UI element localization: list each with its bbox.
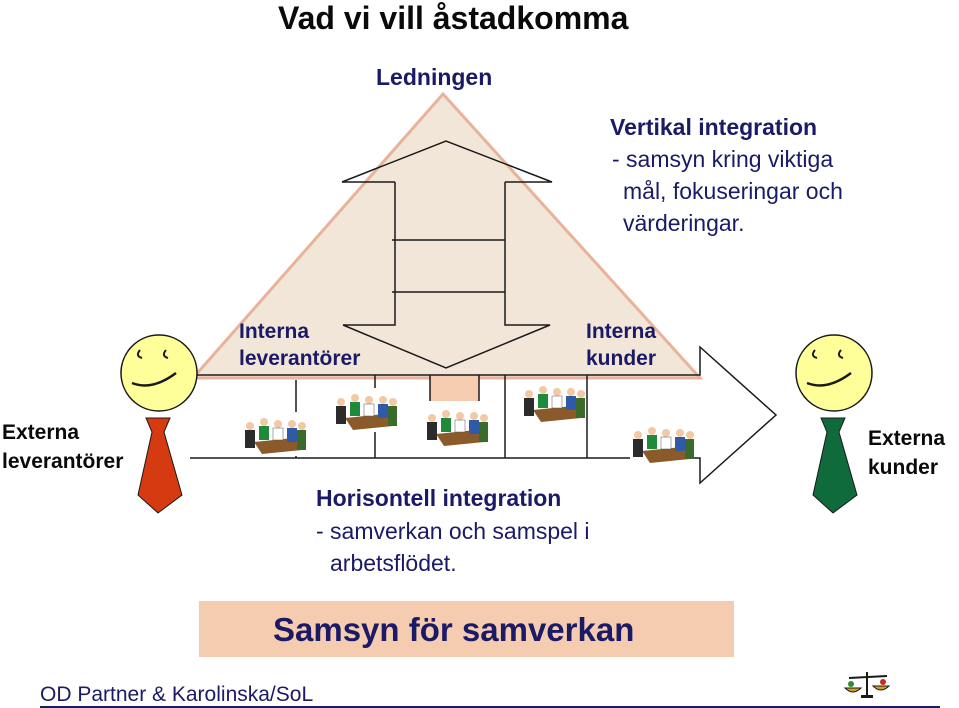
- internal-customers-label: Interna kunder: [586, 318, 656, 372]
- necktie-icon: [812, 417, 858, 514]
- horizontal-integration-line: arbetsflödet.: [330, 550, 457, 576]
- internal-customers-line: kunder: [586, 347, 657, 370]
- horizontal-integration-line: - samverkan och samspel i: [316, 518, 590, 544]
- footer-credit: OD Partner & Karolinska/SoL: [40, 683, 314, 706]
- smiley-face-icon: [120, 334, 198, 412]
- external-customers-line: kunder: [868, 456, 939, 479]
- vertical-integration-line: - samsyn kring viktiga: [612, 146, 834, 172]
- vertical-double-arrow: [341, 140, 553, 369]
- external-customers-line: Externa: [868, 427, 946, 450]
- internal-suppliers-label: Interna leverantörer: [239, 318, 360, 372]
- left-person: [120, 334, 198, 514]
- vertical-integration-line: mål, fokuseringar och: [623, 178, 843, 204]
- summary-banner-text: Samsyn för samverkan: [273, 611, 635, 648]
- internal-suppliers-line: leverantörer: [239, 347, 361, 370]
- smiley-face-icon: [795, 334, 873, 412]
- meeting-group-icon: [241, 411, 307, 457]
- horizontal-integration-heading: Horisontell integration: [316, 485, 562, 511]
- footer-rule: [40, 706, 940, 708]
- external-customers-label: Externa kunder: [868, 424, 945, 482]
- external-suppliers-line: Externa: [2, 421, 80, 444]
- internal-suppliers-line: Interna: [239, 320, 310, 343]
- vertical-integration-line: värderingar.: [623, 210, 745, 236]
- external-suppliers-line: leverantörer: [2, 450, 124, 473]
- internal-customers-line: Interna: [586, 320, 657, 343]
- slide-title: Vad vi vill åstadkomma: [278, 0, 629, 36]
- scales-logo-icon: [843, 672, 891, 698]
- right-person: [795, 334, 873, 514]
- apex-label: Ledningen: [376, 64, 493, 90]
- meeting-group-icon: [520, 379, 586, 425]
- summary-banner: [199, 601, 734, 657]
- vertical-integration-heading: Vertikal integration: [610, 114, 818, 140]
- meeting-group-icon: [423, 403, 489, 449]
- external-suppliers-label: Externa leverantörer: [2, 418, 123, 476]
- necktie-icon: [137, 417, 183, 514]
- meeting-group-icon: [629, 420, 695, 466]
- meeting-group-icon: [332, 387, 398, 433]
